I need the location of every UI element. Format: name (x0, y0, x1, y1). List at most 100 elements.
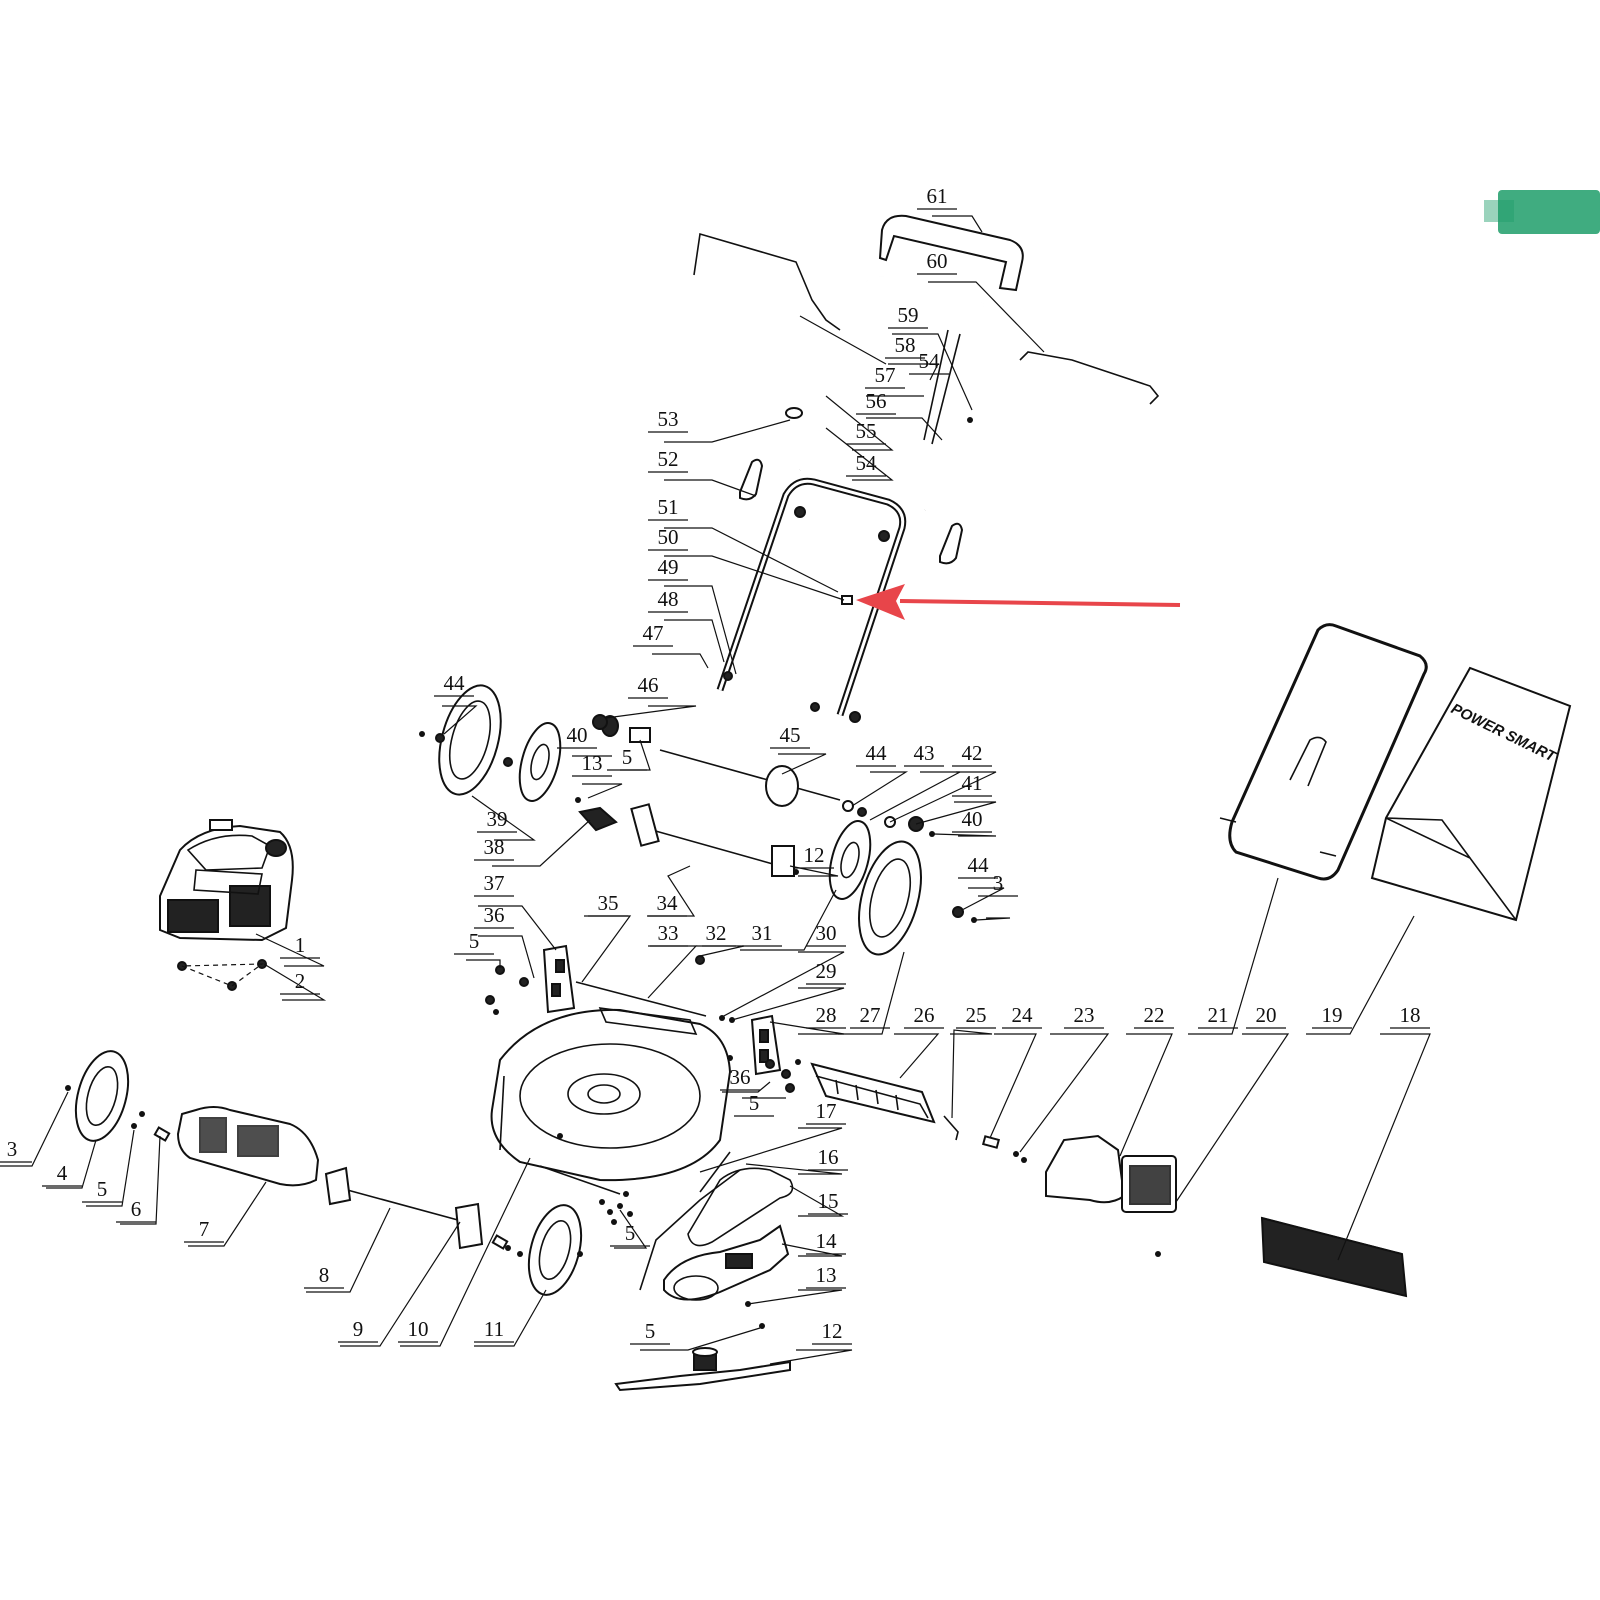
engine (159, 819, 294, 942)
callout-5f: 5 (625, 1221, 636, 1245)
callout-5e: 5 (97, 1177, 108, 1201)
control-cables (923, 329, 973, 445)
callout-39: 39 (487, 807, 508, 831)
front-cover (176, 1106, 320, 1187)
callout-10: 10 (408, 1317, 429, 1341)
callout-15: 15 (818, 1189, 839, 1213)
callout-47: 47 (643, 621, 664, 645)
callout-43: 43 (914, 741, 935, 765)
grass-deflector (1260, 1216, 1408, 1298)
callout-21: 21 (1208, 1003, 1229, 1027)
callout-5b: 5 (469, 929, 480, 953)
front-fasteners (65, 1085, 633, 1257)
rear-drive-axle (601, 715, 841, 807)
drive-belt (687, 1167, 794, 1247)
callout-1: 1 (295, 933, 306, 957)
callout-32: 32 (706, 921, 727, 945)
throttle-bail-bar (693, 232, 841, 331)
callout-5c: 5 (749, 1091, 760, 1115)
callout-2: 2 (295, 969, 306, 993)
callout-56: 56 (866, 389, 887, 413)
callout-5a: 5 (622, 745, 633, 769)
callout-60: 60 (927, 249, 948, 273)
callout-52: 52 (658, 447, 679, 471)
callout-57: 57 (875, 363, 896, 387)
callout-58: 58 (895, 333, 916, 357)
drive-cable (639, 1151, 741, 1291)
rear-wheel-right (858, 840, 922, 956)
callout-25: 25 (966, 1003, 987, 1027)
callout-34: 34 (657, 891, 679, 915)
front-axle (324, 1166, 484, 1250)
handle-knob-left (739, 458, 764, 501)
mower-deck (490, 1007, 732, 1195)
callout-54a: 54 (919, 349, 941, 373)
callout-28: 28 (816, 1003, 837, 1027)
callout-20: 20 (1256, 1003, 1277, 1027)
rear-flap (810, 1062, 936, 1124)
callout-26: 26 (914, 1003, 935, 1027)
callout-labels: 6160595854575655545352515049484746454440… (0, 184, 1430, 1345)
callout-41: 41 (962, 771, 983, 795)
callout-37: 37 (484, 871, 505, 895)
callout-31: 31 (752, 921, 773, 945)
callout-7: 7 (199, 1217, 210, 1241)
callout-51: 51 (658, 495, 679, 519)
callout-54b: 54 (856, 451, 878, 475)
watermark-logo (1484, 190, 1600, 234)
engine-bolts (177, 959, 267, 991)
grass-bag-frame (1219, 623, 1428, 881)
callout-9: 9 (353, 1317, 364, 1341)
mulching-plug (1045, 1134, 1177, 1257)
callout-11: 11 (484, 1317, 504, 1341)
callout-45: 45 (780, 723, 801, 747)
grass-bag: POWER SMART (1370, 666, 1572, 922)
hinge-screws (1013, 1151, 1027, 1163)
height-adjust-bracket-right (750, 1014, 782, 1076)
leader-lines (0, 215, 1431, 1365)
callout-22: 22 (1144, 1003, 1165, 1027)
front-wheel-right (527, 1204, 583, 1296)
front-wheel-left (74, 1050, 130, 1142)
callout-19: 19 (1322, 1003, 1343, 1027)
callout-53: 53 (658, 407, 679, 431)
callout-38: 38 (484, 835, 505, 859)
callout-6: 6 (131, 1197, 142, 1221)
grip-cover (878, 214, 1024, 292)
height-adjust-axle (630, 803, 795, 877)
lower-handle (716, 477, 907, 723)
callout-49: 49 (658, 555, 679, 579)
callout-27: 27 (860, 1003, 881, 1027)
cable-clip (785, 407, 803, 419)
callout-36b: 36 (730, 1065, 751, 1089)
wheel-hub-cap-left (518, 722, 562, 802)
callout-35: 35 (598, 891, 619, 915)
callout-50: 50 (658, 525, 679, 549)
callout-30: 30 (816, 921, 837, 945)
callout-40a: 40 (567, 723, 588, 747)
callout-12b: 12 (822, 1319, 843, 1343)
flap-hinge (981, 1135, 1001, 1149)
blade (614, 1347, 791, 1392)
indicator-arrow (856, 584, 1181, 620)
callout-36a: 36 (484, 903, 505, 927)
callout-4: 4 (57, 1161, 68, 1185)
callout-46: 46 (638, 673, 659, 697)
callout-48: 48 (658, 587, 679, 611)
callout-44a: 44 (444, 671, 466, 695)
callout-18: 18 (1400, 1003, 1421, 1027)
brake-bail-bar (1019, 351, 1160, 405)
callout-17: 17 (816, 1099, 837, 1123)
callout-5d: 5 (645, 1319, 656, 1343)
height-adjust-bracket-left (542, 944, 576, 1014)
blade-bolts (745, 1301, 765, 1329)
callout-61: 61 (927, 184, 948, 208)
callout-23: 23 (1074, 1003, 1095, 1027)
callout-42: 42 (962, 741, 983, 765)
flap-spring-rod (943, 1115, 959, 1141)
callout-59: 59 (898, 303, 919, 327)
callout-3a: 3 (993, 871, 1004, 895)
callout-55: 55 (856, 419, 877, 443)
callout-33: 33 (658, 921, 679, 945)
belt-pulley-plate (663, 1224, 790, 1301)
